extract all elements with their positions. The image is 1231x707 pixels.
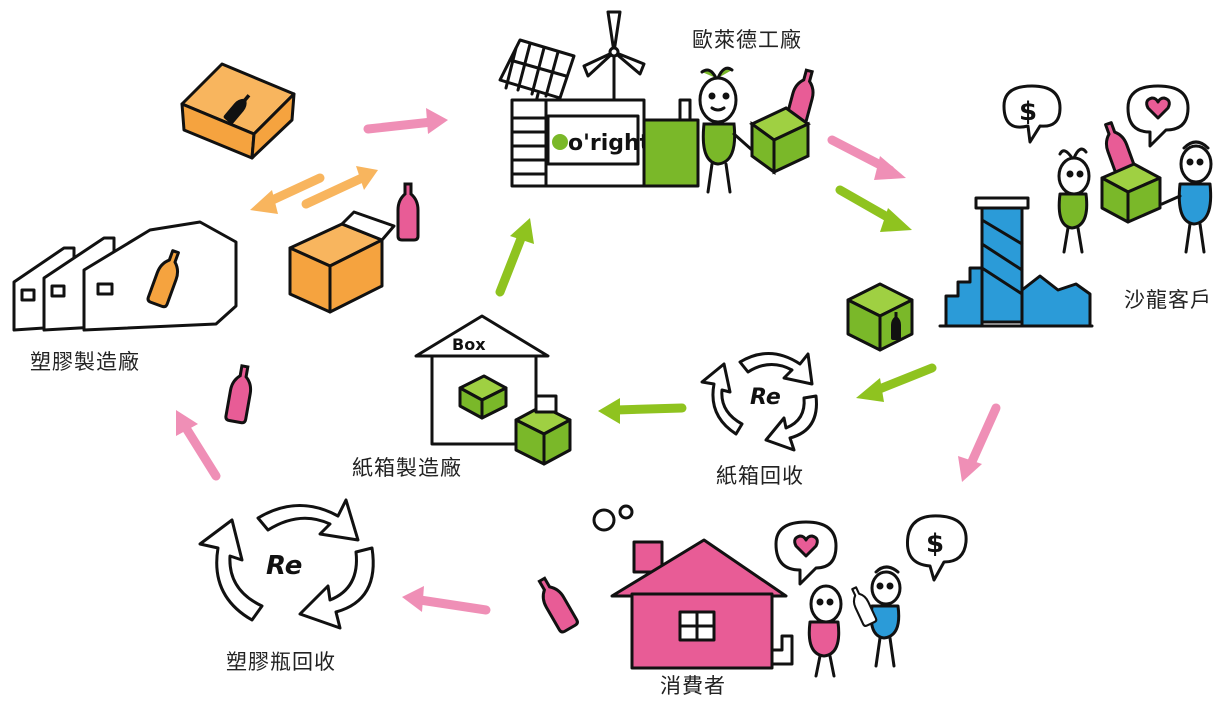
label-salon: 沙龍客戶 xyxy=(1124,288,1212,312)
flow-arrows xyxy=(176,108,1001,615)
arrow-orange-left xyxy=(250,173,325,214)
label-oright-factory: 歐萊德工廠 xyxy=(692,28,802,52)
heart-icon xyxy=(774,520,838,586)
label-plastic-factory: 塑膠製造廠 xyxy=(30,350,140,374)
arrow-plastic-to-factory xyxy=(363,108,448,134)
consumer-house xyxy=(592,504,794,670)
salon-customer: $ xyxy=(938,84,1213,328)
green-box-icon xyxy=(846,282,914,352)
recycle-icon: Re xyxy=(198,498,375,630)
person-icon xyxy=(807,584,843,678)
factory-sign-text: o'right xyxy=(568,131,651,156)
dollar-icon: $ xyxy=(1002,84,1062,144)
arrow-factory-to-salon-pink xyxy=(827,135,906,180)
orange-box-open xyxy=(288,210,396,314)
bottle-icon xyxy=(396,182,420,242)
bottle-recycle-logo: Re xyxy=(266,551,302,581)
green-box-with-bottle xyxy=(1097,118,1162,224)
arrow-salon-to-box-recycle xyxy=(856,363,937,402)
person-icon xyxy=(1057,147,1091,254)
consumer-people: $ xyxy=(774,514,968,678)
arrow-orange-right xyxy=(301,166,378,209)
svg-text:$: $ xyxy=(1019,97,1037,127)
person-icon xyxy=(1160,140,1213,254)
label-carton-factory: 紙箱製造廠 xyxy=(352,456,462,480)
arrow-bottle-recycle-to-plastic xyxy=(176,410,221,481)
svg-text:$: $ xyxy=(926,529,944,559)
label-bottle-recycle: 塑膠瓶回收 xyxy=(226,650,336,674)
arrow-factory-to-salon-green xyxy=(835,185,912,232)
plastic-factory xyxy=(12,220,238,332)
heart-icon xyxy=(1126,84,1190,148)
oright-factory: o'right xyxy=(498,10,700,188)
arrow-carton-to-factory xyxy=(495,218,534,297)
recycle-icon: Re xyxy=(700,352,818,452)
factory-window-stripes xyxy=(510,98,548,188)
green-box-with-bottle xyxy=(749,66,821,175)
wind-turbine-icon xyxy=(582,10,646,102)
label-box-recycle: 紙箱回收 xyxy=(716,464,804,488)
carton-roof-text: Box xyxy=(452,335,486,354)
factory-worker xyxy=(698,66,821,194)
solar-panel-icon xyxy=(498,38,576,120)
orange-box-top xyxy=(180,62,296,160)
bottle-icon xyxy=(223,363,257,425)
arrow-box-recycle-to-carton xyxy=(598,398,687,424)
bottle-icon xyxy=(531,573,581,635)
box-icon xyxy=(458,374,508,420)
dollar-icon: $ xyxy=(905,514,968,582)
arrow-salon-to-consumer xyxy=(958,403,1001,482)
label-consumer: 消費者 xyxy=(660,674,726,698)
carton-factory: Box xyxy=(414,314,572,466)
green-box-with-bottle xyxy=(514,394,572,466)
person-icon xyxy=(698,66,754,194)
arrow-consumer-to-bottle-recycle xyxy=(402,586,491,615)
person-icon xyxy=(846,565,902,668)
box-recycle-logo: Re xyxy=(750,385,781,410)
